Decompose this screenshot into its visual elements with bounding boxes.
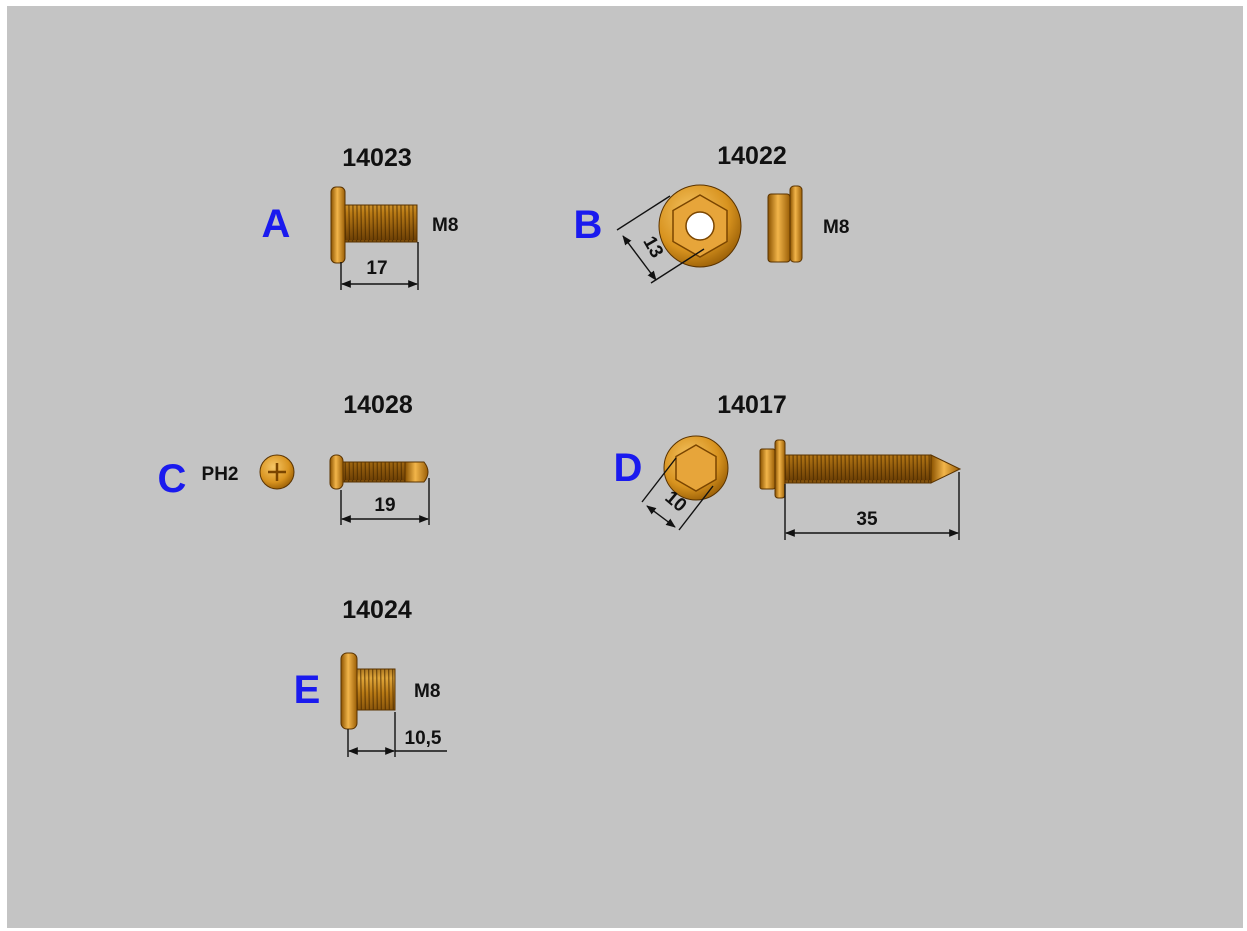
part-e-letter: E xyxy=(294,668,321,712)
part-a-length: 17 xyxy=(366,258,387,279)
part-d-number: 14017 xyxy=(717,391,787,419)
drawing-background xyxy=(7,6,1243,928)
part-d-letter: D xyxy=(614,446,643,490)
part-c-number: 14028 xyxy=(343,391,413,419)
part-a-length-dimension xyxy=(340,242,419,290)
part-b-number: 14022 xyxy=(717,142,787,170)
part-c-length: 19 xyxy=(374,495,395,516)
part-d-length: 35 xyxy=(856,509,878,530)
phillips-head-icon xyxy=(259,454,295,490)
part-e: 14024 E M8 10,5 xyxy=(294,596,447,757)
part-e-length-dimension xyxy=(347,712,447,757)
part-b-af-dimension xyxy=(616,195,705,284)
part-d-af-dimension xyxy=(641,457,714,531)
part-d-length-dimension xyxy=(784,472,960,540)
part-c-length-dimension xyxy=(340,478,430,525)
part-b-nut-side-icon xyxy=(767,185,803,263)
part-e-thread: M8 xyxy=(414,681,440,702)
part-b-nut-top-icon xyxy=(658,184,742,268)
part-c-letter: C xyxy=(158,457,187,501)
part-b-letter: B xyxy=(574,203,603,247)
part-c: 14028 C PH2 19 xyxy=(158,391,430,525)
part-d-screw-icon xyxy=(759,439,962,499)
part-d-hex-head-icon xyxy=(663,435,729,501)
part-c-screw-icon xyxy=(329,454,429,490)
part-c-drive: PH2 xyxy=(202,464,239,485)
part-b: 14022 B M8 13 xyxy=(574,142,849,284)
part-a: 14023 A M8 17 xyxy=(262,144,458,290)
part-a-number: 14023 xyxy=(342,144,412,172)
part-a-bolt-icon xyxy=(330,186,418,264)
part-b-thread: M8 xyxy=(823,217,849,238)
part-e-bolt-icon xyxy=(340,652,396,730)
part-e-length: 10,5 xyxy=(405,728,442,749)
part-e-number: 14024 xyxy=(342,596,412,624)
part-d: 14017 D 10 35 xyxy=(614,391,962,540)
part-a-letter: A xyxy=(262,202,291,246)
part-a-thread: M8 xyxy=(432,215,458,236)
